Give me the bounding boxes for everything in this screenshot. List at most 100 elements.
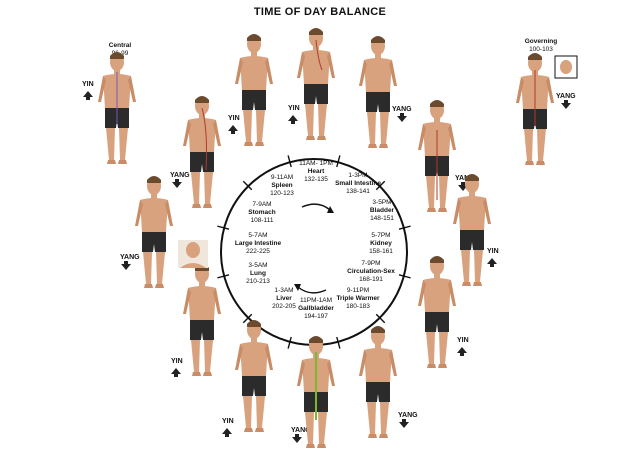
up-arrow-icon	[288, 115, 298, 124]
segment-time: 5-7AM	[248, 232, 268, 239]
down-arrow-icon	[121, 261, 131, 270]
central-name: Central	[108, 42, 132, 49]
yin-label-liver: YIN	[222, 418, 234, 425]
segment-pages: 108-111	[250, 217, 274, 224]
governing-inset-head	[560, 60, 572, 74]
yang-label-bladder: YANG	[455, 175, 475, 182]
governing-pages: 100-103	[529, 46, 553, 53]
segment-bladder: 3-5PM Bladder 148-151	[343, 199, 421, 223]
segment-time: 1-3PM	[348, 172, 368, 179]
segment-lung: 3-5AM Lung 210-213	[219, 262, 297, 286]
yang-label-gallbladder: YANG	[291, 427, 311, 434]
figure-circulation-sex	[418, 256, 456, 368]
segment-time: 9-11PM	[346, 287, 370, 294]
yin-label-kidney: YIN	[487, 248, 499, 255]
wheel-tick	[336, 155, 341, 168]
segment-name: Kidney	[370, 240, 392, 247]
yang-label-small-intestine: YANG	[392, 106, 412, 113]
wheel-tick	[375, 180, 386, 191]
segment-name: Stomach	[248, 209, 276, 216]
clockwise-arrow-bottom	[297, 286, 327, 294]
down-arrow-icon	[397, 113, 407, 122]
segment-circulation-sex: 7-9PM Circulation-Sex 168-191	[332, 260, 410, 284]
yin-label-lung: YIN	[171, 358, 183, 365]
yin-label-heart: YIN	[288, 105, 300, 112]
segment-pages: 138-141	[346, 188, 370, 195]
segment-triple-warmer: 9-11PM Triple Warmer 180-183	[319, 287, 397, 311]
figure-lung	[183, 264, 221, 376]
wheel-tick	[287, 155, 292, 168]
segment-stomach: 7-9AM Stomach 108-111	[223, 201, 301, 225]
segment-pages: 180-183	[346, 303, 370, 310]
arrow-head-bottom	[294, 284, 301, 291]
segment-time: 11PM-1AM	[299, 297, 333, 304]
wheel-tick	[375, 313, 386, 324]
segment-name: Large Intestine	[234, 240, 282, 247]
segment-time: 11AM- 1PM	[299, 160, 333, 167]
yang-label-large-intestine: YANG	[120, 254, 140, 261]
segment-time: 3-5PM	[372, 199, 392, 206]
segment-pages: 158-161	[369, 248, 393, 255]
down-arrow-icon	[172, 179, 182, 188]
segment-time: 1-3AM	[274, 287, 294, 294]
segment-name: Heart	[307, 168, 325, 175]
segment-liver: 1-3AM Liver 202-205	[245, 287, 323, 311]
yin-label-spleen: YIN	[228, 115, 240, 122]
segment-heart: 11AM- 1PM Heart 132-135	[277, 160, 355, 184]
segment-pages: 210-213	[246, 278, 270, 285]
clockwise-arrow-top	[301, 203, 331, 211]
segment-name: Triple Warmer	[336, 295, 380, 302]
large-intestine-inset-head	[186, 242, 200, 258]
wheel-tick	[287, 336, 292, 349]
figure-heart	[297, 28, 335, 140]
arrow-head-top	[327, 206, 334, 213]
segment-time: 5-7PM	[371, 232, 391, 239]
down-arrow-icon	[399, 419, 409, 428]
segment-spleen: 9-11AM Spleen 120-123	[243, 174, 321, 198]
segment-time: 3-5AM	[248, 262, 268, 269]
segment-name: Small Intestine	[335, 180, 381, 187]
segment-pages: 202-205	[272, 303, 296, 310]
down-arrow-icon	[458, 182, 468, 191]
governing-label: Governing 100-103	[516, 38, 566, 54]
segment-gallbladder: 11PM-1AM Gallbladder 194-197	[277, 297, 355, 321]
wheel-tick	[398, 225, 411, 230]
governing-inset-box	[554, 55, 578, 79]
yin-label-circulation-sex: YIN	[457, 337, 469, 344]
figure-small-intestine	[359, 36, 397, 148]
meridian-line-heart	[315, 39, 323, 71]
meridian-line-stomach	[201, 107, 207, 171]
segment-time: 9-11AM	[270, 174, 294, 181]
figure-stomach	[135, 176, 173, 288]
segment-pages: 148-151	[370, 215, 394, 222]
up-arrow-icon	[487, 258, 497, 267]
down-arrow-icon	[561, 100, 571, 109]
segment-small-intestine: 1-3PM Small Intestine 138-141	[319, 172, 397, 196]
up-arrow-icon	[83, 91, 93, 100]
figure-kidney	[453, 174, 491, 286]
large-intestine-inset-shoulders	[180, 263, 206, 268]
wheel-ticks	[217, 155, 411, 349]
page-title: TIME OF DAY BALANCE	[253, 6, 387, 18]
segment-name: Spleen	[271, 182, 293, 189]
wheel-tick	[242, 180, 253, 191]
wheel-tick	[336, 336, 341, 349]
segment-name: Liver	[276, 295, 292, 302]
segment-name: Gallbladder	[298, 305, 334, 312]
figure-liver	[235, 320, 273, 432]
yin-label-central: YIN	[82, 81, 94, 88]
figure-spleen	[183, 96, 221, 208]
segment-name: Lung	[250, 270, 266, 277]
figure-spleen-top	[235, 34, 273, 146]
wheel-tick	[217, 274, 230, 279]
segment-pages: 194-197	[304, 313, 328, 320]
segment-name: Circulation-Sex	[347, 268, 395, 275]
up-arrow-icon	[171, 368, 181, 377]
yang-label-triple-warmer: YANG	[398, 412, 418, 419]
up-arrow-icon	[222, 428, 232, 437]
segment-time: 7-9AM	[252, 201, 272, 208]
segment-pages: 168-191	[359, 276, 383, 283]
down-arrow-icon	[292, 434, 302, 443]
